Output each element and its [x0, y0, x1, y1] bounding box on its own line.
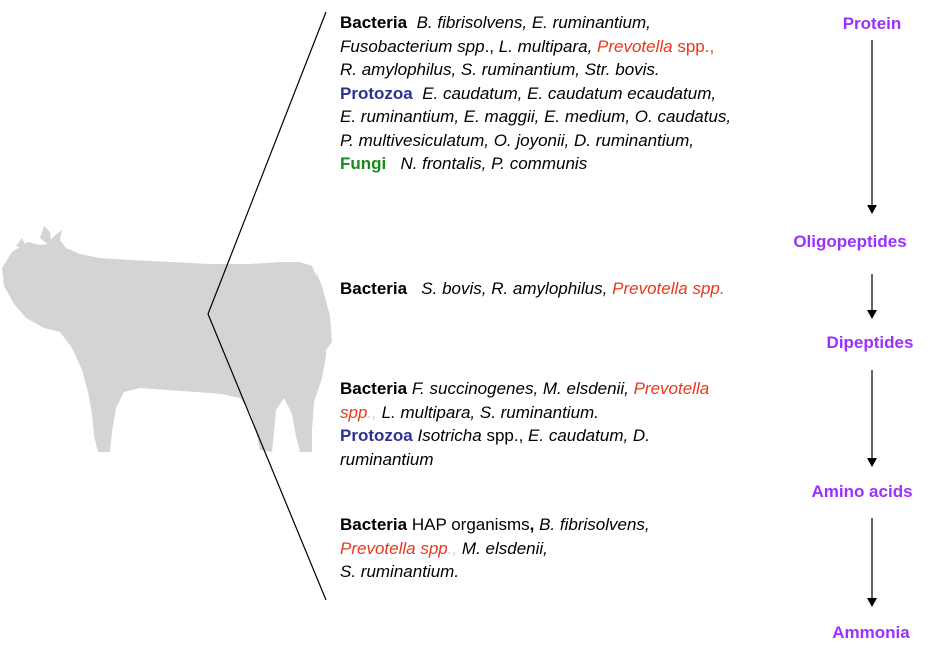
group4-line2: Prevotella spp., M. elsdenii,	[340, 537, 548, 561]
prevotella-highlight: Prevotella	[597, 37, 673, 56]
group1-protozoa-text: P. multivesiculatum, O. joyonii, D. rumi…	[340, 131, 694, 150]
group1-protozoa-text: E. ruminantium, E. maggii, E. medium, O.…	[340, 107, 731, 126]
group1-line3: R. amylophilus, S. ruminantium, Str. bov…	[340, 58, 660, 82]
group1-bacteria-text: Fusobacterium spp	[340, 37, 485, 56]
down-arrow-icon	[867, 274, 877, 319]
group3-line1: Bacteria F. succinogenes, M. elsdenii, P…	[340, 377, 709, 401]
group1-bacteria-text: L. multipara,	[499, 37, 597, 56]
prevotella-highlight: Prevotella	[634, 379, 710, 398]
group1-bacteria-text: .,	[485, 37, 499, 56]
group1-line2: Fusobacterium spp., L. multipara, Prevot…	[340, 35, 714, 59]
stage-protein: Protein	[815, 14, 929, 34]
group4-line3: S. ruminantium.	[340, 560, 459, 584]
bacteria-label: Bacteria	[340, 13, 407, 32]
bacteria-label: Bacteria	[340, 515, 407, 534]
bracket-lower-line	[208, 314, 326, 600]
bracket-upper-line	[208, 12, 326, 314]
group4-bacteria-text: M. elsdenii,	[462, 539, 548, 558]
group4-bacteria-text: HAP organisms	[407, 515, 530, 534]
group4-bacteria-text: ,	[530, 515, 539, 534]
group4-line1: Bacteria HAP organisms, B. fibrisolvens,	[340, 513, 650, 537]
group3-protozoa-text: spp.,	[482, 426, 528, 445]
fungi-label: Fungi	[340, 154, 386, 173]
down-arrow-icon	[867, 518, 877, 607]
prevotella-highlight: Prevotella spp	[340, 539, 448, 558]
group3-bacteria-text: .,	[367, 403, 376, 422]
group2-bacteria-text: S. bovis, R. amylophilus,	[421, 279, 612, 298]
group1-line5: E. ruminantium, E. maggii, E. medium, O.…	[340, 105, 731, 129]
group3-protozoa-text: Isotricha	[417, 426, 481, 445]
group1-protozoa-text: E. caudatum, E. caudatum ecaudatum,	[422, 84, 716, 103]
protozoa-label: Protozoa	[340, 84, 413, 103]
group2-line1: Bacteria S. bovis, R. amylophilus, Prevo…	[340, 277, 725, 301]
down-arrow-icon	[867, 370, 877, 467]
prevotella-highlight: Prevotella spp.	[612, 279, 724, 298]
group1-line1: Bacteria B. fibrisolvens, E. ruminantium…	[340, 11, 651, 35]
prevotella-highlight: spp	[340, 403, 367, 422]
group4-bacteria-text: B. fibrisolvens,	[539, 515, 650, 534]
group3-line2: spp., L. multipara, S. ruminantium.	[340, 401, 599, 425]
stage-dipeptides: Dipeptides	[808, 333, 932, 353]
bacteria-label: Bacteria	[340, 279, 407, 298]
group4-bacteria-text: .,	[448, 539, 462, 558]
bacteria-label: Bacteria	[340, 379, 407, 398]
prevotella-highlight: spp.,	[673, 37, 715, 56]
group1-fungi-text: N. frontalis, P. communis	[400, 154, 587, 173]
stage-oligopeptides: Oligopeptides	[768, 232, 932, 252]
group3-bacteria-text: L. multipara, S. ruminantium.	[377, 403, 599, 422]
group4-bacteria-text: S. ruminantium.	[340, 562, 459, 581]
group1-line7: Fungi N. frontalis, P. communis	[340, 152, 587, 176]
stage-ammonia: Ammonia	[810, 623, 932, 643]
group1-line4: Protozoa E. caudatum, E. caudatum ecauda…	[340, 82, 716, 106]
group3-protozoa-text: ruminantium	[340, 450, 434, 469]
group3-bacteria-text: F. succinogenes, M. elsdenii,	[412, 379, 634, 398]
down-arrow-icon	[867, 40, 877, 214]
group1-bacteria-text: R. amylophilus, S. ruminantium, Str. bov…	[340, 60, 660, 79]
protozoa-label: Protozoa	[340, 426, 413, 445]
group3-line4: ruminantium	[340, 448, 434, 472]
group3-protozoa-text: E. caudatum, D.	[528, 426, 650, 445]
stage-amino-acids: Amino acids	[795, 482, 929, 502]
group1-line6: P. multivesiculatum, O. joyonii, D. rumi…	[340, 129, 694, 153]
group1-bacteria-text: B. fibrisolvens, E. ruminantium,	[417, 13, 651, 32]
group3-line3: Protozoa Isotricha spp., E. caudatum, D.	[340, 424, 650, 448]
